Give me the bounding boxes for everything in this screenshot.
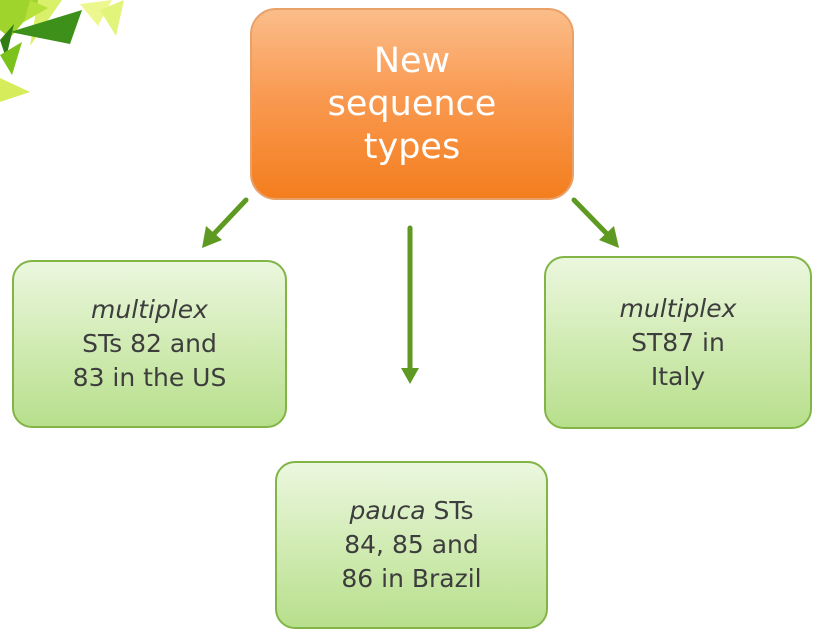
leaf-label-line: Italy	[650, 361, 706, 391]
leaf-label-line: 84, 85 and	[344, 530, 479, 559]
arrow-to-middle-head	[401, 368, 419, 384]
root-node: New sequence types	[250, 8, 574, 200]
leaf-label-line: 83 in the US	[72, 363, 227, 392]
decoration-shard	[80, 0, 112, 26]
decoration-shard	[0, 78, 30, 102]
arrow-to-left-shaft	[209, 197, 249, 239]
leaf-label-line: 86 in Brazil	[341, 564, 482, 593]
leaf-subspecies: multiplex	[91, 295, 208, 324]
decoration-shard	[0, 42, 22, 75]
arrow-to-right-head	[599, 226, 619, 248]
leaf-label-line: STs 82 and	[82, 329, 217, 358]
leaf-node-brazil: pauca STs 84, 85 and 86 in Brazil	[275, 461, 548, 629]
leaf-node-italy: multiplex ST87 in Italy	[544, 256, 812, 429]
leaf-node-us: multiplex STs 82 and 83 in the US	[12, 260, 287, 428]
leaf-label-line: ST87 in	[631, 327, 725, 357]
root-label-line: types	[363, 126, 461, 167]
decoration-shard	[0, 24, 14, 58]
leaf-label-line: pauca STs	[349, 494, 473, 528]
leaf-subspecies: pauca	[349, 496, 426, 525]
root-label-line: New	[373, 40, 451, 81]
arrow-to-left-head	[202, 226, 222, 248]
root-label-line: sequence	[327, 83, 497, 124]
corner-decoration	[0, 0, 124, 102]
decoration-shard	[10, 10, 82, 44]
decoration-shard	[24, 0, 48, 22]
leaf-subspecies: multiplex	[619, 293, 737, 323]
leaf-label-fragment: STs	[425, 496, 474, 525]
decoration-shard	[100, 0, 124, 36]
arrow-to-right-shaft	[571, 197, 612, 239]
